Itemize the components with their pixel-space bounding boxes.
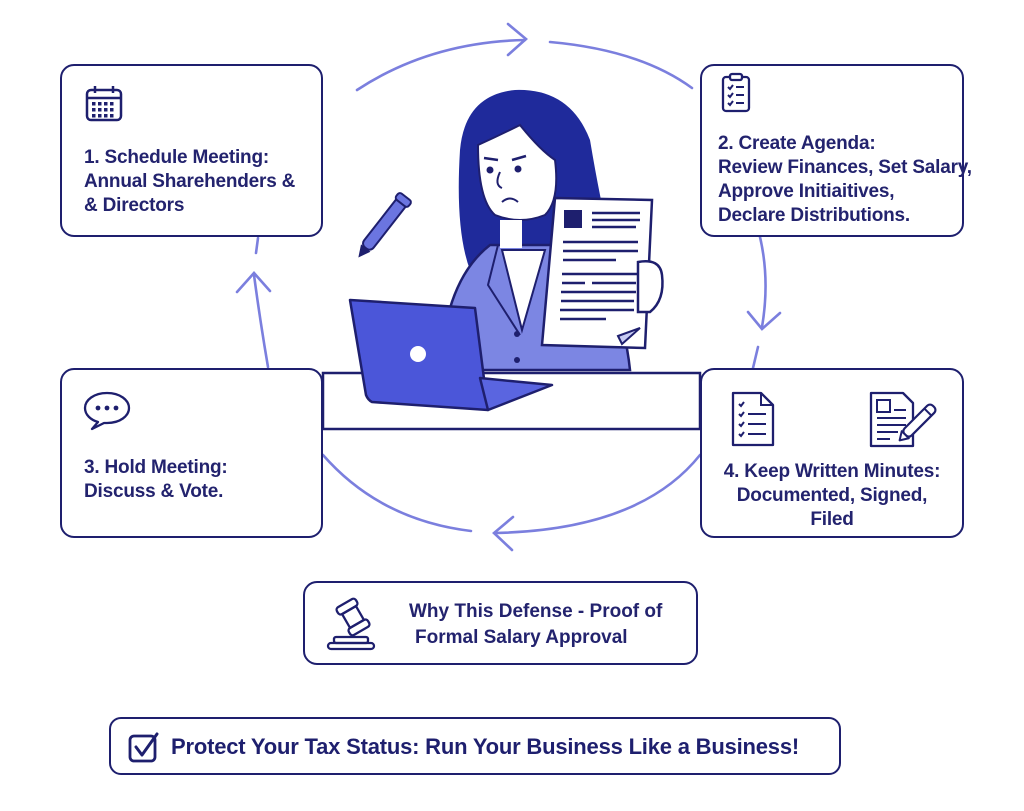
tax-status-banner: Protect Your Tax Status: Run Your Busine… [109, 717, 841, 775]
step-1-title: 1. Schedule Meeting: [84, 147, 269, 168]
arrowhead-left [235, 271, 272, 294]
pen-icon [358, 192, 412, 258]
checkbox-checked-icon [128, 732, 159, 763]
step-2-line: Declare Distributions. [718, 205, 910, 226]
arc-right-down [758, 235, 767, 329]
step-2-title: 2. Create Agenda: [718, 133, 876, 154]
clipboard-checklist-icon [721, 72, 751, 113]
checklist-document-icon [731, 391, 775, 447]
step-2-line: Review Finances, Set Salary, [718, 157, 972, 178]
arrowhead-bottom [492, 515, 515, 552]
document-signing-icon [869, 391, 937, 448]
banner-text: Protect Your Tax Status: Run Your Busine… [171, 734, 799, 759]
step-4-title: 4. Keep Written Minutes: [723, 461, 941, 482]
defense-text: Why This Defense - Proof of Formal Salar… [409, 599, 662, 651]
shirt [500, 249, 547, 334]
calendar-icon [85, 86, 123, 122]
lapel-left [486, 244, 521, 336]
step-1-line: & Directors [84, 195, 185, 216]
defense-line-2: Formal Salary Approval [415, 627, 628, 648]
arc-top-left [355, 38, 527, 92]
arrowhead-top [506, 22, 528, 57]
arc-right-lower [751, 345, 760, 370]
arc-bottom-left [321, 453, 473, 533]
laptop [348, 298, 554, 412]
hand [636, 260, 664, 314]
step-2-line: Approve Initiaitives, [718, 181, 895, 202]
step-4-text: 4. Keep Written Minutes: Documented, Sig… [702, 460, 962, 532]
step-3-text: 3. Hold Meeting: Discuss & Vote. [84, 456, 228, 504]
step-3-title: 3. Hold Meeting: [84, 457, 228, 478]
defense-callout: Why This Defense - Proof of Formal Salar… [303, 581, 698, 665]
step-4-line: Filed [810, 509, 854, 530]
step-card-keep-minutes: 4. Keep Written Minutes: Documented, Sig… [700, 368, 964, 538]
arc-left-up [252, 273, 270, 369]
step-card-hold-meeting: 3. Hold Meeting: Discuss & Vote. [60, 368, 323, 538]
step-4-line: Documented, Signed, [736, 485, 928, 506]
speech-bubble-icon [83, 391, 131, 431]
step-card-create-agenda: 2. Create Agenda: Review Finances, Set S… [700, 64, 972, 237]
arc-left-upper [254, 236, 260, 255]
step-2-text: 2. Create Agenda: Review Finances, Set S… [718, 132, 972, 228]
step-1-text: 1. Schedule Meeting: Annual Sharehenders… [84, 146, 295, 218]
arrowhead-right [746, 310, 782, 331]
arc-top-right [548, 40, 694, 90]
gavel-icon [326, 597, 376, 651]
arc-bottom-right [493, 453, 702, 535]
step-card-schedule-meeting: 1. Schedule Meeting: Annual Sharehenders… [60, 64, 323, 237]
step-3-line: Discuss & Vote. [84, 481, 224, 502]
step-1-line: Annual Sharehenders & [84, 171, 296, 192]
defense-line-1: Why This Defense - Proof of [409, 601, 663, 622]
document [540, 196, 654, 350]
